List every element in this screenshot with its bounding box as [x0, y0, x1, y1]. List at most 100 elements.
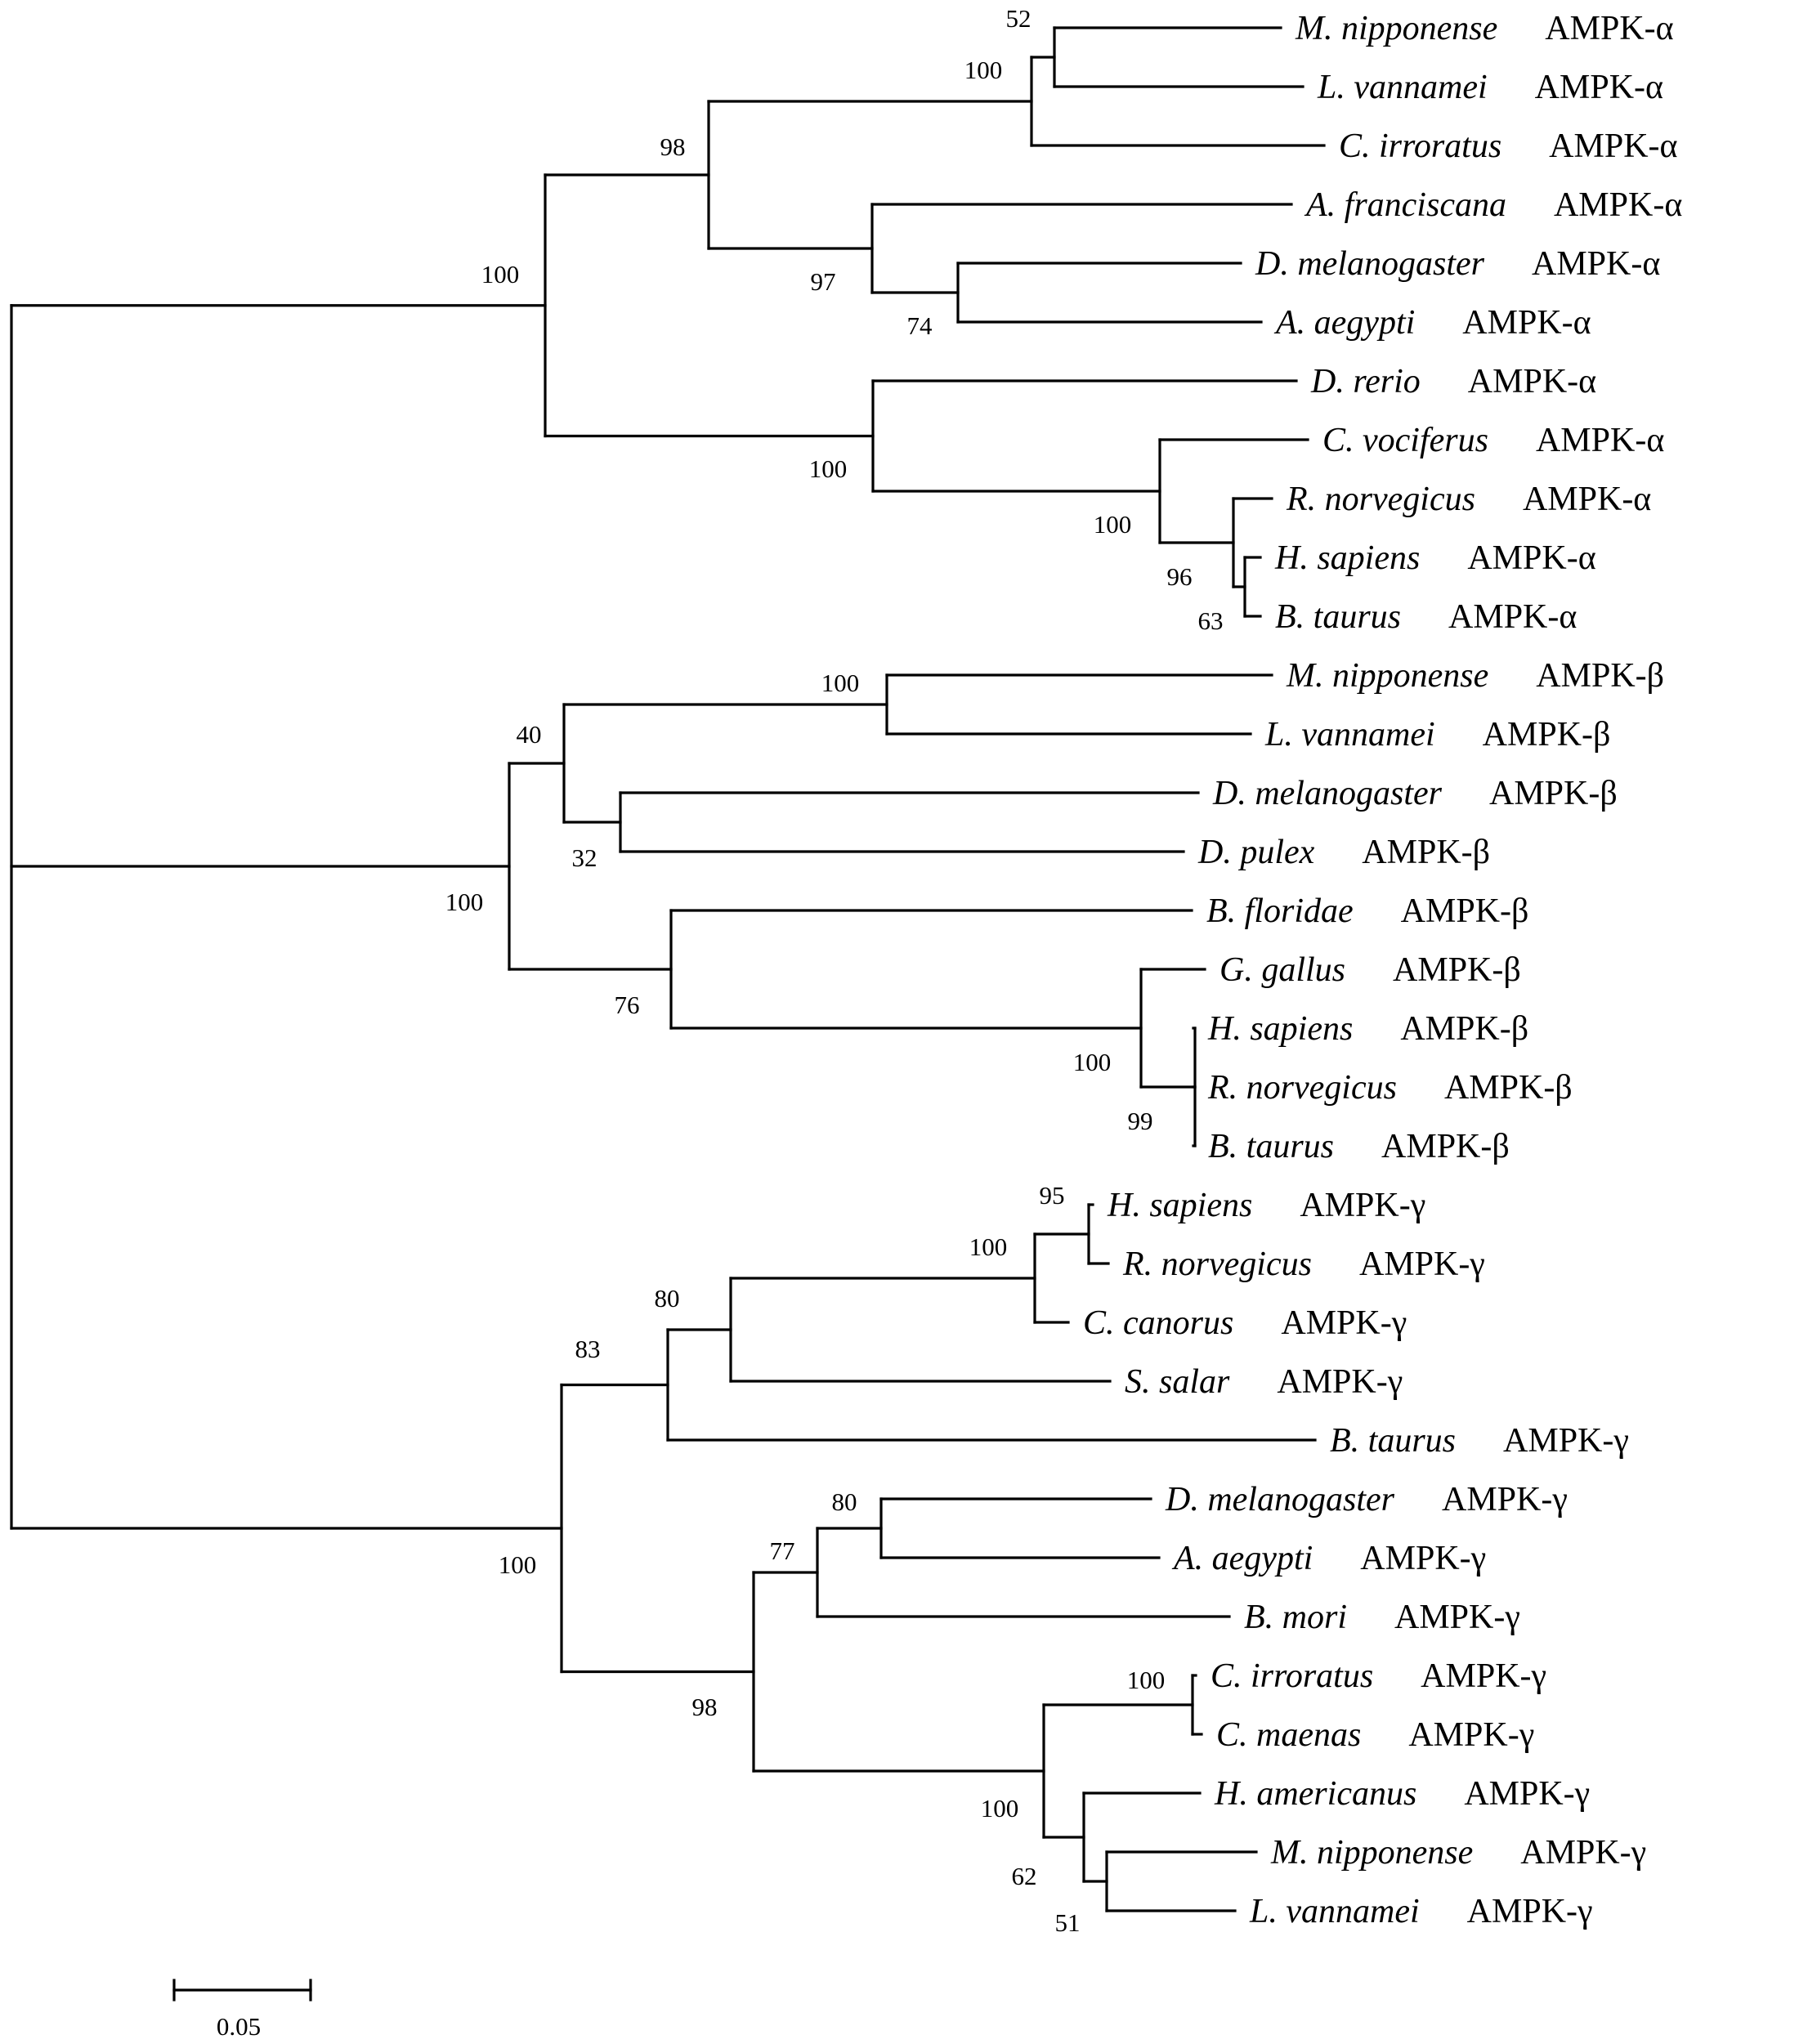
gene-name: AMPK-α	[1535, 69, 1663, 106]
bootstrap-value: 100	[809, 454, 848, 483]
leaf-label: R. norvegicus AMPK-β	[1207, 1069, 1573, 1107]
bootstrap-value: 98	[692, 1693, 718, 1721]
gene-name: AMPK-α	[1468, 363, 1596, 400]
species-name: R. norvegicus	[1286, 481, 1475, 518]
gene-name: AMPK-α	[1448, 598, 1577, 636]
bootstrap-value: 76	[615, 991, 640, 1019]
species-name: C. irroratus	[1339, 127, 1501, 165]
species-name: R. norvegicus	[1207, 1069, 1397, 1107]
bootstrap-value: 83	[575, 1335, 601, 1363]
species-name: A. aegypti	[1171, 1540, 1313, 1577]
leaf-label: C. vociferus AMPK-α	[1322, 422, 1664, 459]
bootstrap-value: 100	[964, 56, 1003, 84]
gene-name: AMPK-α	[1536, 422, 1664, 459]
species-name: S. salar	[1125, 1363, 1230, 1401]
bootstrap-value: 100	[969, 1232, 1008, 1261]
gene-name: AMPK-γ	[1277, 1363, 1403, 1401]
species-name: C. irroratus	[1211, 1657, 1373, 1695]
leaf-label: L. vannamei AMPK-γ	[1249, 1893, 1593, 1930]
bootstrap-value: 80	[832, 1487, 857, 1516]
gene-name: AMPK-γ	[1467, 1893, 1593, 1930]
gene-name: AMPK-β	[1362, 834, 1490, 871]
species-name: C. canorus	[1083, 1304, 1233, 1342]
bootstrap-value: 100	[481, 260, 520, 288]
bootstrap-value: 100	[1073, 1048, 1112, 1076]
bootstrap-value: 77	[770, 1536, 795, 1565]
species-name: B. floridae	[1206, 892, 1354, 930]
bootstrap-values: 5210074979863961001001001003240991007610…	[445, 4, 1224, 1937]
species-name: B. taurus	[1208, 1128, 1334, 1165]
bootstrap-value: 100	[445, 888, 484, 916]
leaf-label: D. rerio AMPK-α	[1310, 363, 1596, 400]
gene-name: AMPK-α	[1462, 304, 1591, 342]
leaf-label: D. pulex AMPK-β	[1197, 834, 1490, 871]
bootstrap-value: 95	[1040, 1181, 1065, 1210]
species-name: A. aegypti	[1273, 304, 1415, 342]
leaf-label: M. nipponense AMPK-γ	[1270, 1834, 1646, 1872]
gene-name: AMPK-β	[1444, 1069, 1573, 1107]
species-name: H. sapiens	[1274, 539, 1420, 577]
gene-name: AMPK-α	[1532, 245, 1660, 283]
bootstrap-value: 52	[1006, 4, 1032, 33]
leaf-label: A. aegypti AMPK-α	[1273, 304, 1591, 342]
bootstrap-value: 100	[1127, 1666, 1166, 1694]
gene-name: AMPK-β	[1401, 892, 1529, 930]
species-name: L. vannamei	[1264, 716, 1435, 754]
species-name: A. franciscana	[1304, 186, 1506, 224]
bootstrap-value: 96	[1167, 562, 1193, 591]
species-name: M. nipponense	[1270, 1834, 1473, 1872]
leaf-label: S. salar AMPK-γ	[1125, 1363, 1403, 1401]
bootstrap-value: 100	[1094, 510, 1132, 539]
leaf-label: R. norvegicus AMPK-α	[1286, 481, 1651, 518]
bootstrap-value: 62	[1012, 1862, 1037, 1890]
leaf-label: A. aegypti AMPK-γ	[1171, 1540, 1486, 1577]
species-name: H. sapiens	[1207, 1010, 1353, 1048]
gene-name: AMPK-β	[1400, 1010, 1528, 1048]
gene-name: AMPK-γ	[1421, 1657, 1546, 1695]
bootstrap-value: 32	[572, 843, 597, 872]
species-name: D. melanogaster	[1212, 775, 1443, 812]
bootstrap-value: 99	[1128, 1107, 1153, 1135]
species-name: R. norvegicus	[1122, 1246, 1312, 1283]
gene-name: AMPK-γ	[1442, 1481, 1568, 1518]
gene-name: AMPK-γ	[1300, 1187, 1425, 1224]
bootstrap-value: 51	[1055, 1908, 1081, 1937]
species-name: M. nipponense	[1295, 10, 1497, 47]
gene-name: AMPK-β	[1393, 951, 1521, 989]
species-name: H. americanus	[1214, 1775, 1416, 1813]
species-name: L. vannamei	[1249, 1893, 1420, 1930]
bootstrap-value: 97	[811, 267, 836, 296]
gene-name: AMPK-γ	[1281, 1304, 1407, 1342]
gene-name: AMPK-γ	[1359, 1246, 1485, 1283]
species-name: D. pulex	[1197, 834, 1315, 871]
gene-name: AMPK-γ	[1520, 1834, 1646, 1872]
leaf-label: H. sapiens AMPK-β	[1207, 1010, 1528, 1048]
species-name: B. mori	[1244, 1599, 1347, 1636]
gene-name: AMPK-γ	[1360, 1540, 1486, 1577]
gene-name: AMPK-γ	[1408, 1716, 1534, 1754]
gene-name: AMPK-α	[1523, 481, 1651, 518]
scale-bar: 0.05	[172, 1979, 312, 2041]
species-name: D. rerio	[1310, 363, 1421, 400]
tree-branches	[10, 26, 1326, 1912]
species-name: D. melanogaster	[1255, 245, 1485, 283]
leaf-label: C. irroratus AMPK-γ	[1211, 1657, 1546, 1695]
bootstrap-value: 100	[981, 1794, 1019, 1823]
species-name: C. vociferus	[1322, 422, 1488, 459]
bootstrap-value: 63	[1198, 606, 1224, 635]
leaf-label: R. norvegicus AMPK-γ	[1122, 1246, 1485, 1283]
